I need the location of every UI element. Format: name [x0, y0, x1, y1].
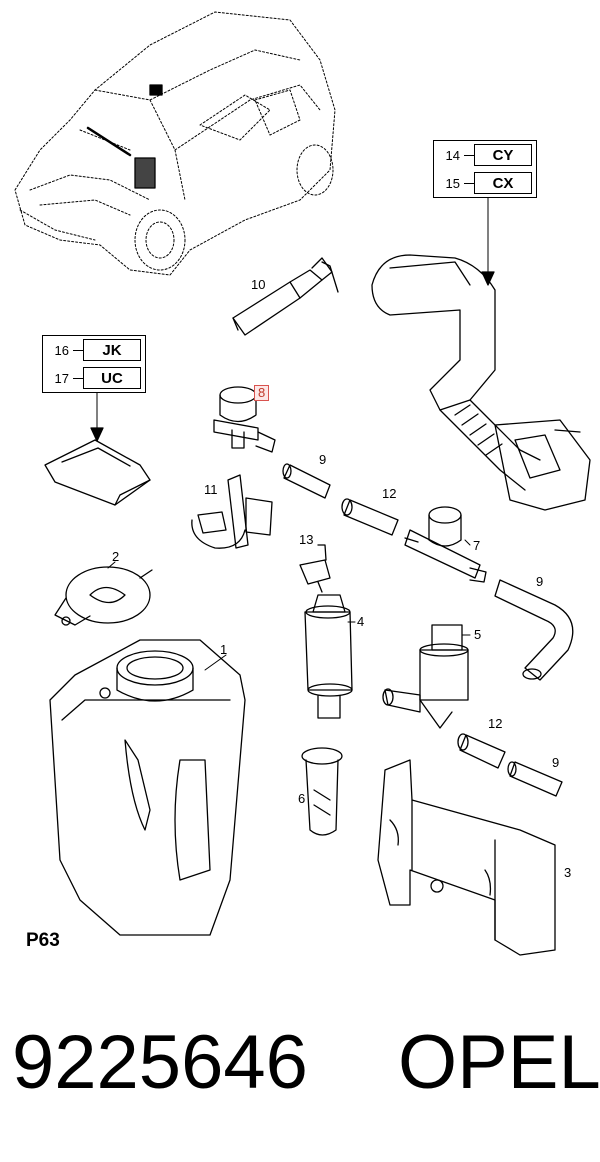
part-11-illustration [191, 474, 273, 549]
callout-10: 10 [251, 277, 266, 292]
part-1-illustration [49, 639, 246, 936]
code-row-15: 15 CX [434, 169, 536, 197]
part-12b-illustration [457, 733, 506, 769]
callout-7: 7 [473, 538, 481, 553]
stalk-switch-illustration [371, 254, 591, 511]
callout-2: 2 [112, 549, 120, 564]
callout-8-highlighted[interactable]: 8 [254, 385, 270, 401]
callout-1: 1 [220, 642, 228, 657]
part-2-illustration [54, 566, 153, 626]
code-row-17: 17 UC [43, 364, 145, 392]
callout-6: 6 [298, 791, 306, 806]
callout-13: 13 [299, 532, 314, 547]
part-number: 9225646 [12, 1020, 308, 1105]
brand-name: OPEL [398, 1020, 600, 1105]
sensor-bracket-illustration [44, 439, 151, 506]
code-row-number: 14 [445, 147, 460, 163]
code-row-number: 16 [54, 342, 69, 358]
option-code[interactable]: UC [83, 367, 141, 389]
part-10-illustration [232, 257, 339, 336]
callout-12-lower: 12 [488, 716, 503, 731]
part-3-illustration [377, 759, 556, 956]
leader-lines [96, 197, 489, 671]
part-13-illustration [299, 544, 331, 593]
callout-4: 4 [357, 614, 365, 629]
part-12a-illustration [341, 498, 399, 536]
callout-9-lower: 9 [552, 755, 560, 770]
part-9c-illustration [507, 761, 563, 797]
code-row-14: 14 CY [434, 141, 536, 169]
code-row-number: 17 [54, 370, 69, 386]
part-4-illustration [304, 594, 353, 719]
code-row-number: 15 [445, 175, 460, 191]
option-code[interactable]: CY [474, 144, 532, 166]
part-8-illustration [213, 386, 276, 453]
callout-9-right: 9 [536, 574, 544, 589]
car-illustration [14, 11, 336, 276]
callout-9-upper: 9 [319, 452, 327, 467]
callout-12-upper: 12 [382, 486, 397, 501]
part-9a-illustration [282, 463, 331, 499]
part-6-illustration [301, 747, 343, 836]
page-code: P63 [26, 930, 60, 951]
callout-3: 3 [564, 865, 572, 880]
code-box-left: 16 JK 17 UC [42, 335, 146, 393]
part-7-illustration [404, 506, 487, 583]
part-9b-illustration [494, 579, 574, 681]
option-code[interactable]: CX [474, 172, 532, 194]
option-code[interactable]: JK [83, 339, 141, 361]
callout-11: 11 [204, 482, 218, 497]
callout-5: 5 [474, 627, 482, 642]
part-5-illustration [382, 624, 469, 729]
code-row-16: 16 JK [43, 336, 145, 364]
code-box-top: 14 CY 15 CX [433, 140, 537, 198]
